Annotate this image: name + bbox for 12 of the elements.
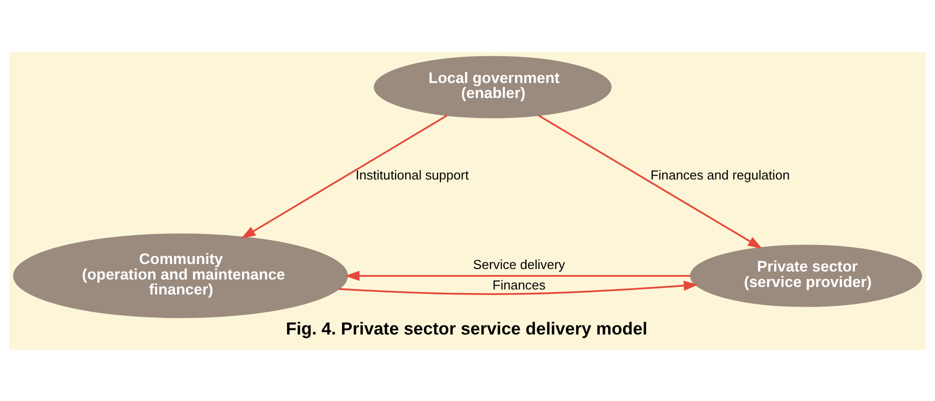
arrow: [338, 280, 698, 294]
edge-label: Finances and regulation: [650, 166, 790, 182]
node-ellipse: Community (operation and maintenance financer): [13, 233, 348, 318]
edge-label: Institutional support: [356, 166, 469, 182]
caption: Fig. 4. Private sector service delivery model: [286, 318, 648, 338]
arrow: [345, 270, 690, 280]
arrow: [538, 114, 762, 248]
node-ellipse: Local government (enabler): [374, 56, 612, 118]
node-ellipse: Private sector (service provider): [690, 244, 922, 306]
edge-label: Finances: [492, 277, 546, 292]
edge-label: Service delivery: [472, 256, 566, 272]
arrow: [241, 114, 448, 238]
